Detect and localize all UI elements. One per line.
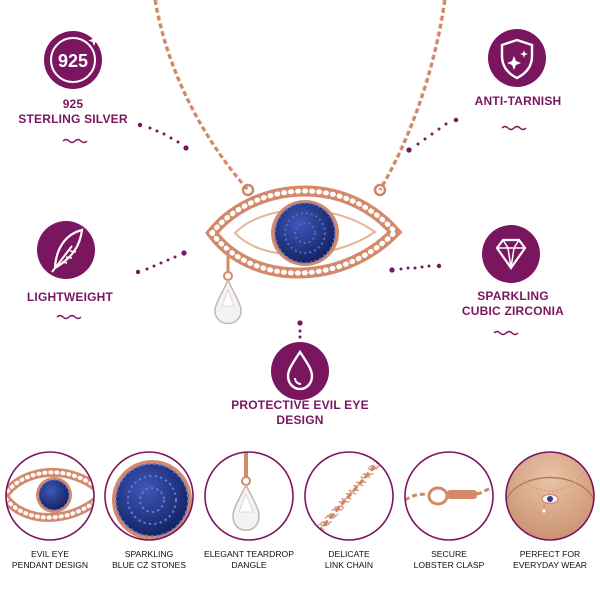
wave-ornaments [56,125,527,336]
diamond-icon [482,225,540,283]
detail-bubble-5 [404,451,494,541]
bubble-caption-2-line1: SPARKLING [124,549,174,559]
feature-anti-tarnish-line1: ANTI-TARNISH [474,94,562,108]
detail-bubble-1 [5,451,95,541]
feature-lightweight-line1: LIGHTWEIGHT [26,290,114,304]
detail-bubble-6 [505,451,595,541]
bubble-caption-1-line2: PENDANT DESIGN [11,560,89,570]
drop-icon [271,342,329,400]
callout-lines [135,117,459,339]
bubble-caption-3-line1: ELEGANT TEARDROP [204,549,294,559]
detail-bubble-4 [304,451,394,541]
detail-bubble-2 [104,451,194,541]
necklace-chain [153,0,447,191]
feature-zirconia-label: SPARKLING CUBIC ZIRCONIA [443,289,583,319]
bubble-caption-6-line2: EVERYDAY WEAR [512,560,588,570]
bubble-caption-3-line2: DANGLE [231,560,267,570]
feature-zirconia-line2: CUBIC ZIRCONIA [461,304,565,318]
bubble-caption-5-line1: SECURE [431,549,467,559]
bubble-caption-1-line1: EVIL EYE [31,549,69,559]
shield-sparkle-icon [488,29,546,87]
bubble-caption-5: SECURE LOBSTER CLASP [400,549,498,571]
feature-zirconia-line1: SPARKLING [477,289,549,303]
feature-evil-eye-line1: PROTECTIVE EVIL EYE [231,398,369,412]
bubble-caption-4-line1: DELICATE [328,549,370,559]
bubble-caption-2-line2: BLUE CZ STONES [112,560,186,570]
bubble-caption-4-line2: LINK CHAIN [324,560,374,570]
feather-icon [37,221,95,279]
bubble-caption-5-line2: LOBSTER CLASP [413,560,485,570]
feature-sterling-line2: STERLING SILVER [18,112,128,126]
feature-sterling-line1: 925 [62,97,84,111]
feature-anti-tarnish-label: ANTI-TARNISH [458,94,578,109]
bubble-caption-6-line1: PERFECT FOR [519,549,581,559]
bubble-caption-2: SPARKLING BLUE CZ STONES [100,549,198,571]
feature-lightweight-label: LIGHTWEIGHT [10,290,130,305]
detail-bubble-3 [204,451,294,541]
feature-evil-eye-label: PROTECTIVE EVIL EYE DESIGN [210,398,390,428]
bubble-caption-3: ELEGANT TEARDROP DANGLE [200,549,298,571]
evil-eye-pendant [205,183,403,325]
bubble-caption-1: EVIL EYE PENDANT DESIGN [1,549,99,571]
feature-sterling-label: 925 STERLING SILVER [13,97,133,127]
bubble-caption-6: PERFECT FOR EVERYDAY WEAR [501,549,599,571]
feature-evil-eye-line2: DESIGN [276,413,324,427]
badge-icon [44,31,102,89]
badge-925-text: 925 [58,51,88,71]
bubble-caption-4: DELICATE LINK CHAIN [300,549,398,571]
